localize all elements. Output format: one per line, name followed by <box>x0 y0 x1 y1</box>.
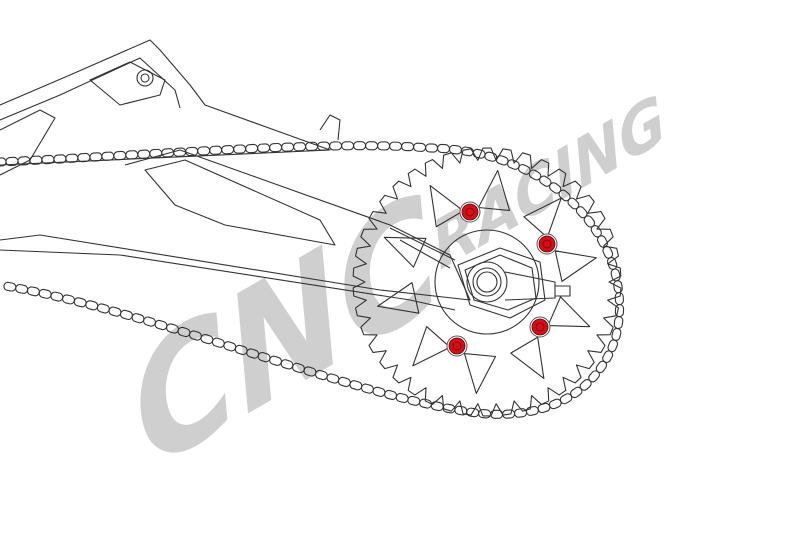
chain-link <box>384 389 398 401</box>
chain-link <box>372 386 386 397</box>
chain-link <box>101 151 115 161</box>
chain-link <box>436 143 451 154</box>
chain-link <box>89 152 103 162</box>
bolt-head <box>465 207 475 217</box>
chain-link <box>137 149 151 159</box>
chain-link <box>430 401 444 412</box>
bolt-head <box>542 239 552 249</box>
cnc-racing-watermark: CNC RACING <box>113 79 674 506</box>
chain-link <box>77 152 91 163</box>
chain-link <box>3 281 17 292</box>
chain-link <box>579 379 592 391</box>
chain-link <box>448 144 463 155</box>
drive-chain <box>0 141 625 419</box>
chain-link <box>197 146 211 156</box>
chain-link <box>269 142 283 153</box>
chain-link <box>478 409 492 419</box>
sprocket-teeth <box>352 147 622 417</box>
chain-link <box>15 284 29 294</box>
sprocket-cutout <box>429 184 464 228</box>
chain-link <box>413 142 427 152</box>
chain-link <box>514 408 528 418</box>
red-bolt <box>538 235 556 253</box>
chain-link <box>377 141 391 151</box>
red-bolt <box>461 203 479 221</box>
chain-link <box>606 257 618 270</box>
chain-link <box>395 392 409 404</box>
rear-sprocket <box>352 147 622 417</box>
sprocket-cutout <box>383 236 427 268</box>
chain-link <box>570 386 583 399</box>
sprocket-cutout <box>412 326 451 367</box>
chain-link <box>613 316 624 330</box>
chain-link <box>614 304 625 318</box>
chain-link <box>595 360 608 374</box>
chain-link <box>38 288 52 299</box>
chain-link <box>329 141 343 151</box>
bolt-head <box>452 341 462 351</box>
chain-link <box>125 150 139 160</box>
chain-link <box>113 150 127 161</box>
chain-link <box>583 215 596 228</box>
chain-link <box>209 145 223 155</box>
red-bolt <box>448 337 466 355</box>
chain-link <box>365 141 379 151</box>
chain-link <box>96 303 110 314</box>
chain-link <box>341 141 355 151</box>
chain-link <box>119 309 133 320</box>
sprocket-hub <box>434 229 540 335</box>
chain-link <box>85 300 99 311</box>
bolt-head <box>535 322 545 332</box>
chain-link <box>525 406 539 416</box>
watermark-brand: CNC <box>113 159 459 507</box>
chain-link <box>73 297 87 308</box>
chain-link <box>401 141 415 152</box>
chain-link <box>407 395 421 406</box>
sprocket-cutout <box>463 352 497 395</box>
chain-link <box>62 294 75 305</box>
chain-link <box>614 292 624 306</box>
chain-link <box>108 306 122 317</box>
chain-link <box>173 147 187 157</box>
swingarm <box>0 39 571 319</box>
chain-link <box>454 405 468 416</box>
chain-link <box>26 286 40 297</box>
chain-link <box>293 142 307 152</box>
sprocket-cutout <box>377 282 420 314</box>
sprocket-cutout <box>477 169 511 212</box>
chain-link <box>245 143 259 154</box>
chain-link <box>233 144 247 154</box>
chain-link <box>537 402 551 414</box>
chain-link <box>353 141 367 151</box>
chain-link <box>484 151 498 162</box>
chain-link <box>50 291 64 302</box>
sprocket-cutout <box>523 197 562 238</box>
chain-link <box>221 145 235 155</box>
sprocket-cutout <box>510 336 545 380</box>
red-bolt <box>531 318 549 336</box>
chain-link <box>281 142 295 152</box>
chain-link <box>257 143 271 153</box>
sprocket-bolts <box>446 201 558 357</box>
sprocket-cutout <box>554 250 597 282</box>
chain-link <box>588 370 600 383</box>
chain-link <box>389 141 403 151</box>
chain-link <box>424 143 439 153</box>
chain-link <box>610 268 621 282</box>
sprocket-cutout <box>547 296 591 328</box>
